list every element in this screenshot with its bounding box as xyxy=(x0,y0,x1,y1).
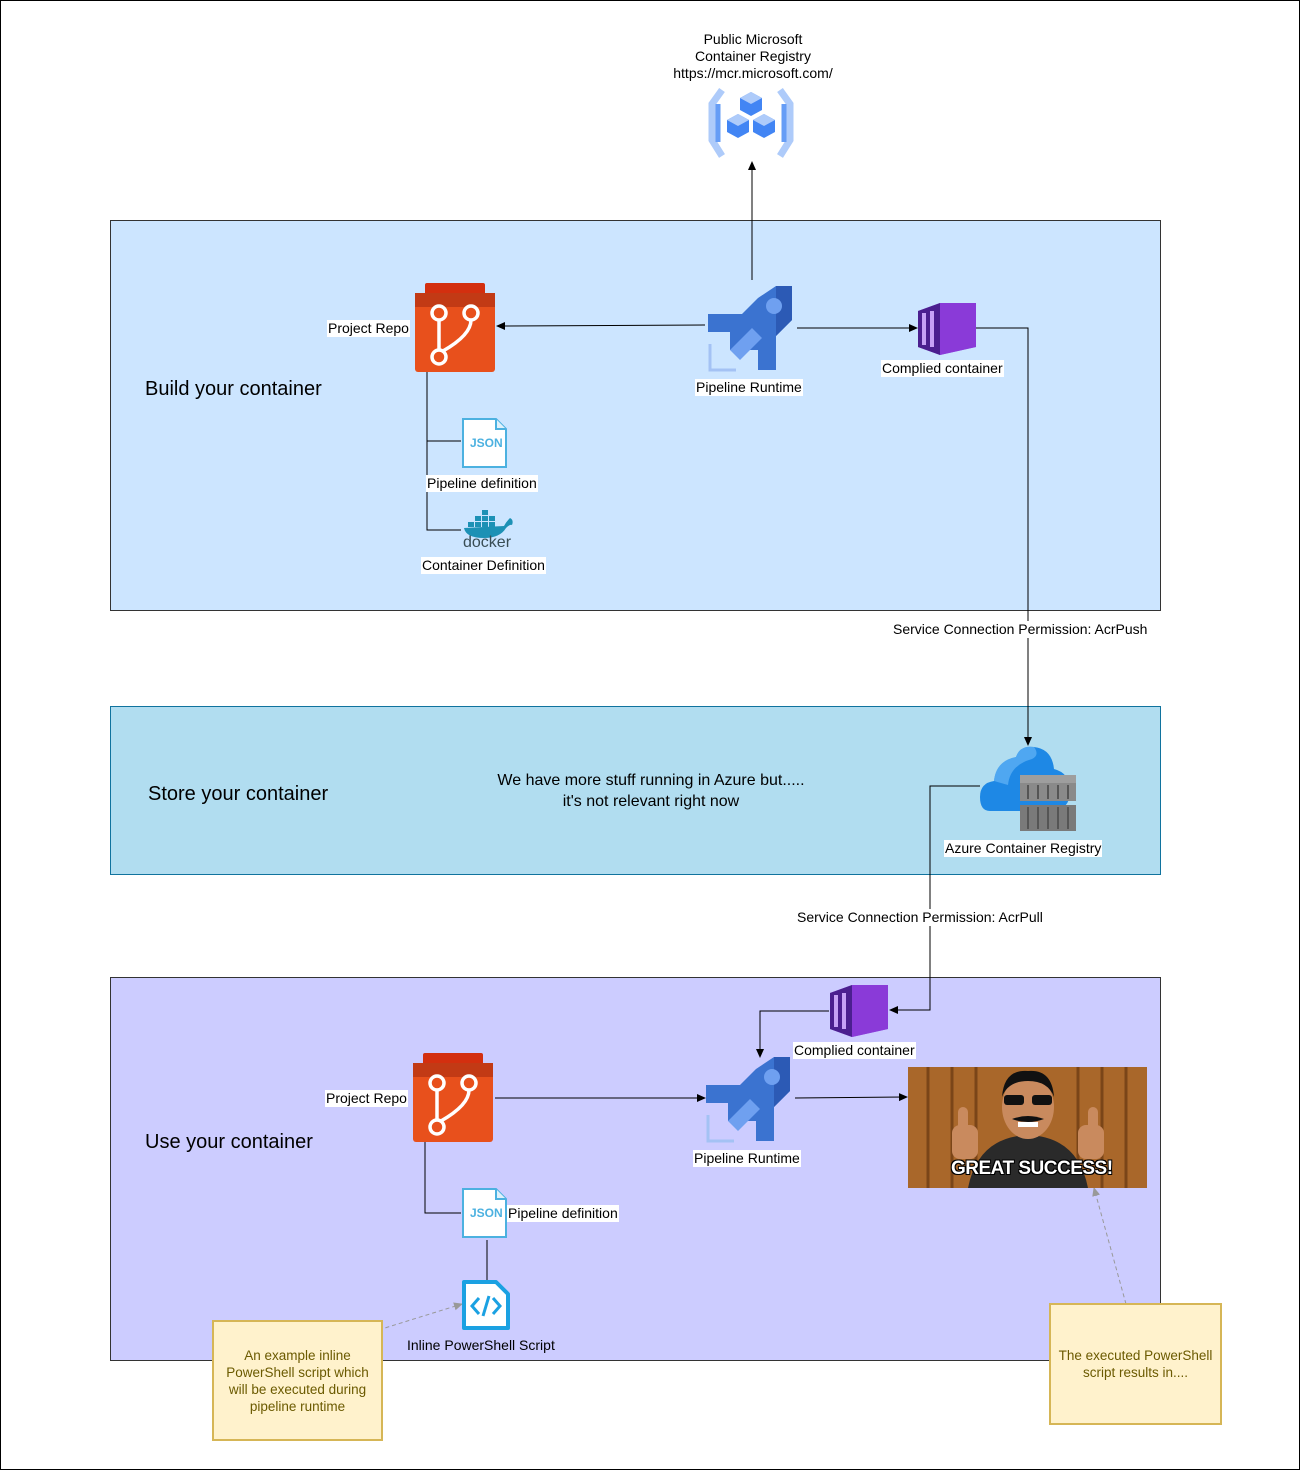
use-script-label: Inline PowerShell Script xyxy=(407,1337,555,1353)
mcr-label-line2: Container Registry xyxy=(695,48,811,64)
acr-label: Azure Container Registry xyxy=(944,840,1103,857)
edge-note-to-result xyxy=(1092,1187,1127,1305)
mcr-label-line1: Public Microsoft xyxy=(703,31,803,47)
container-registry-icon xyxy=(708,87,794,158)
store-note-line1: We have more stuff running in Azure but.… xyxy=(497,772,805,789)
build-pipeline-def-label: Pipeline definition xyxy=(426,475,538,492)
meme-caption: GREAT SUCCESS! xyxy=(951,1158,1113,1179)
mcr-label: Public Microsoft Container Registry http… xyxy=(652,31,854,82)
edge-pipeline-to-repo xyxy=(496,321,706,330)
note-inline-script-text: An example inline PowerShell script whic… xyxy=(226,1347,369,1414)
build-container-def-label: Container Definition xyxy=(421,557,546,574)
use-repo-label: Project Repo xyxy=(325,1090,408,1107)
edge-pipeline-to-result xyxy=(794,1093,908,1102)
edge-repo-to-docker xyxy=(426,441,461,531)
project-repo-icon-use xyxy=(413,1053,493,1142)
edge-repo-to-json xyxy=(426,372,461,442)
build-title: Build your container xyxy=(145,378,322,400)
store-title: Store your container xyxy=(148,783,329,805)
great-success-image xyxy=(908,1067,1147,1188)
note-inline-script: An example inline PowerShell script whic… xyxy=(212,1320,383,1441)
acrpush-label: Service Connection Permission: AcrPush xyxy=(892,621,1149,638)
store-note: We have more stuff running in Azure but.… xyxy=(470,770,832,812)
build-json-text: JSON xyxy=(470,436,503,450)
use-pipeline-def-label: Pipeline definition xyxy=(507,1205,619,1222)
project-repo-icon xyxy=(415,283,495,372)
use-json-text: JSON xyxy=(470,1206,503,1220)
json-file-icon xyxy=(462,418,507,468)
note-result: The executed PowerShell script results i… xyxy=(1049,1303,1222,1425)
build-pipeline-label: Pipeline Runtime xyxy=(695,379,803,396)
mcr-label-line3: https://mcr.microsoft.com/ xyxy=(673,65,833,81)
edge-acr-to-container xyxy=(889,785,980,1014)
use-title: Use your container xyxy=(145,1131,313,1153)
note-result-text: The executed PowerShell script results i… xyxy=(1058,1348,1213,1380)
edge-note-to-script xyxy=(371,1302,463,1333)
acrpull-label: Service Connection Permission: AcrPull xyxy=(796,909,1044,926)
compiled-container-icon xyxy=(918,303,976,355)
build-repo-label: Project Repo xyxy=(327,320,410,337)
build-docker-text: docker xyxy=(463,534,512,551)
pipeline-runtime-icon xyxy=(708,286,792,372)
pipeline-runtime-icon-use xyxy=(706,1057,790,1143)
edge-repo-to-json-use xyxy=(424,1142,461,1214)
edge-container-to-acr xyxy=(975,327,1032,746)
code-script-icon xyxy=(462,1280,510,1330)
store-note-line2: it's not relevant right now xyxy=(562,793,740,810)
use-pipeline-label: Pipeline Runtime xyxy=(693,1150,801,1167)
json-file-icon-use xyxy=(462,1188,507,1238)
azure-container-registry-icon xyxy=(980,746,1076,831)
build-section xyxy=(110,220,1161,611)
docker-icon xyxy=(464,510,513,538)
compiled-container-icon-use xyxy=(830,985,888,1037)
edge-container-to-pipeline xyxy=(756,1010,829,1058)
use-container-label: Complied container xyxy=(793,1042,916,1059)
build-container-label: Complied container xyxy=(881,360,1004,377)
